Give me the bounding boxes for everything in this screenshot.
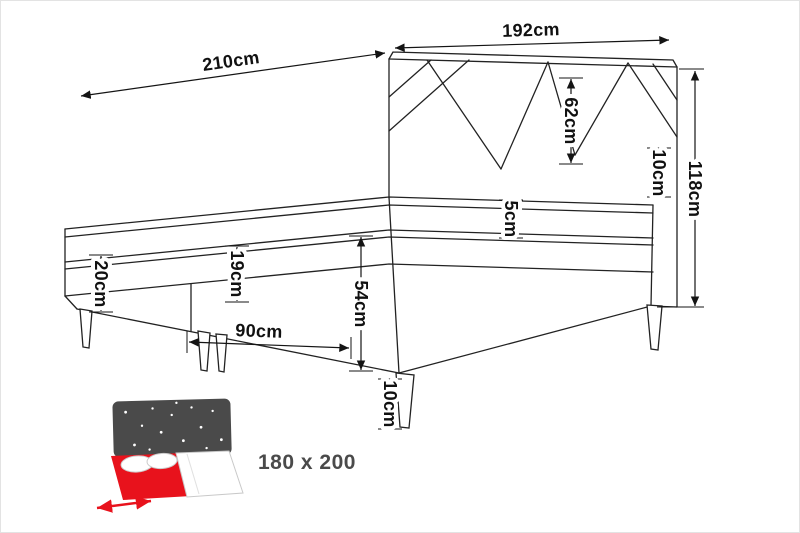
mattress-top-edge — [64, 196, 654, 230]
dim-base-section-label: 90cm — [235, 320, 283, 342]
bed-legs — [79, 304, 663, 429]
leg-mid-a — [197, 330, 211, 372]
dim-topper: 5cm — [497, 197, 525, 242]
bed-size-label: 180 x 200 — [258, 451, 356, 474]
dim-width-label: 192cm — [502, 19, 560, 41]
leg-far-left — [79, 308, 93, 349]
dim-mattress-label: 19cm — [227, 250, 247, 297]
headboard-stitch-pattern — [388, 59, 678, 170]
dim-base-label: 20cm — [91, 260, 111, 307]
mattress-right-edge — [650, 204, 654, 307]
base-left-corner — [64, 295, 78, 310]
headboard-top-face — [388, 51, 678, 68]
headboard-top-edge — [388, 58, 678, 68]
dim-topper-label: 5cm — [501, 201, 521, 238]
dim-base-section: 90cm — [186, 316, 352, 359]
dim-total-height: 54cm — [347, 235, 375, 372]
dim-length: 210cm — [80, 43, 386, 99]
leg-right — [646, 304, 663, 351]
dim-width-arrow — [394, 35, 670, 53]
dim-length-arrow — [80, 50, 386, 99]
icon-duvet-fold — [186, 453, 200, 495]
bed-front-corner-edge — [388, 196, 400, 374]
dim-headboard-gap-label: 10cm — [649, 149, 669, 196]
mattress — [64, 196, 654, 374]
icon-pillow-right — [146, 452, 178, 470]
mattress-piping — [64, 204, 654, 238]
icon-direction-arrow — [96, 496, 152, 513]
dim-length-label: 210cm — [201, 47, 261, 75]
icon-stars — [124, 401, 223, 451]
mattress-bottom-edge — [64, 263, 654, 297]
dim-headboard-upper-label: 62cm — [561, 97, 581, 144]
dim-headboard-upper: 62cm — [557, 77, 585, 165]
bed-size-pictogram: 180 x 200 — [96, 398, 356, 513]
dim-base-section-arrow — [188, 338, 350, 352]
leg-mid-b — [215, 333, 228, 373]
dim-leg-label: 10cm — [380, 380, 400, 427]
icon-headboard-panel — [112, 398, 232, 458]
dimensions: 210cm 192cm 62cm 10cm 118cm — [80, 15, 709, 432]
icon-duvet — [175, 450, 244, 498]
topper-seam-lower — [64, 236, 654, 270]
leg-front — [395, 372, 415, 429]
dim-mattress: 19cm — [223, 245, 251, 303]
topper-seam — [64, 229, 654, 263]
dim-headboard-gap: 10cm — [645, 145, 673, 200]
icon-headboard — [112, 398, 232, 458]
dim-base: 20cm — [87, 254, 115, 313]
bed-drawing — [64, 51, 678, 429]
dim-headboard-total: 118cm — [657, 68, 709, 308]
dim-leg: 10cm — [376, 376, 404, 431]
dim-width: 192cm — [394, 15, 670, 53]
dim-headboard-total-label: 118cm — [685, 161, 705, 218]
dim-total-height-label: 54cm — [351, 280, 371, 327]
